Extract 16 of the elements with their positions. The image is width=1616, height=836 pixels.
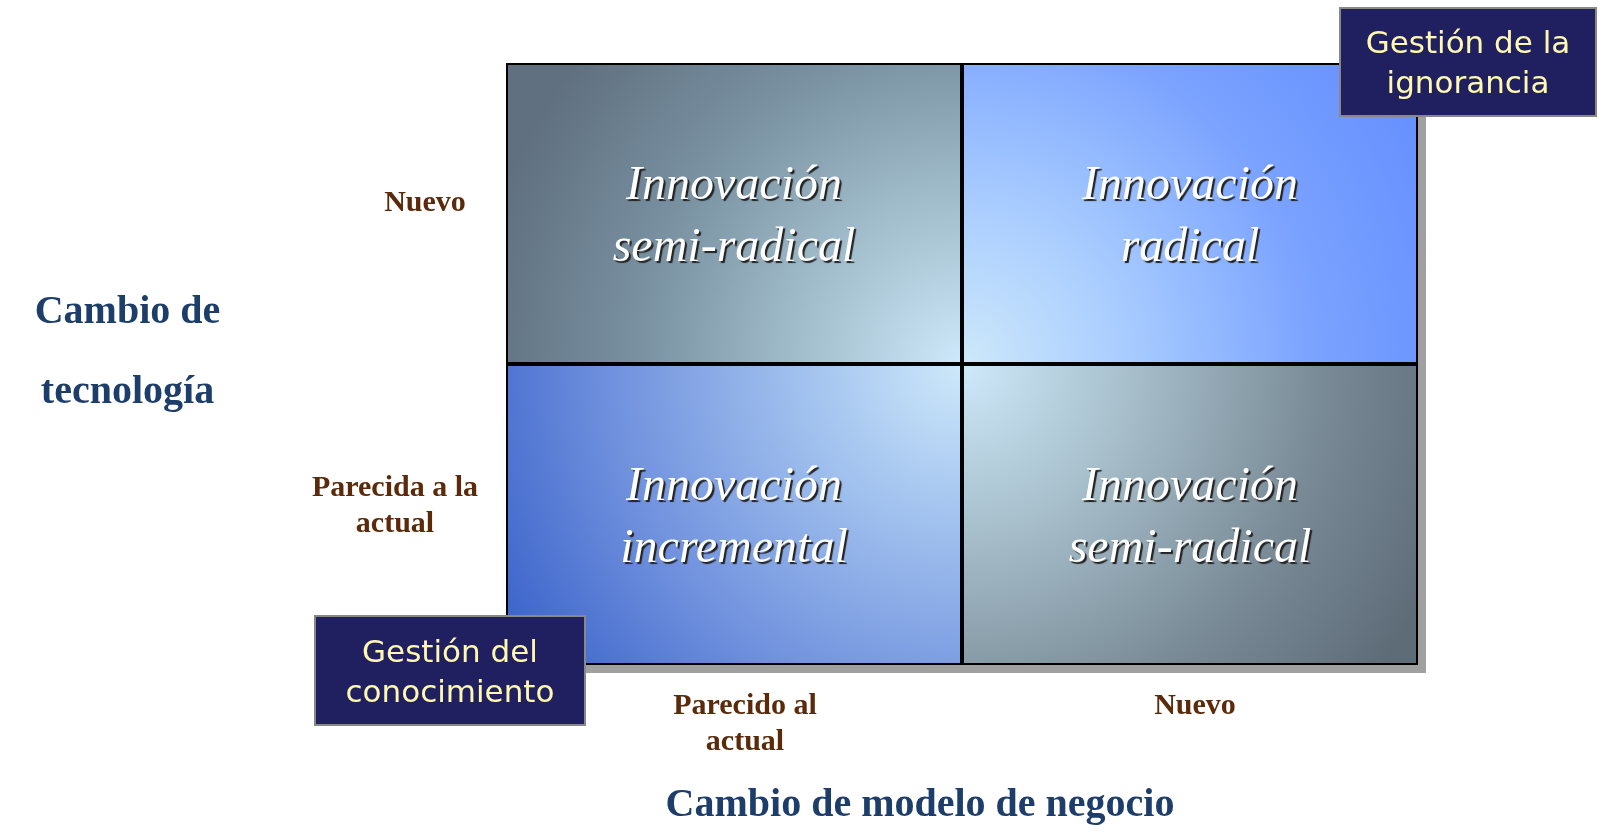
axis-tick-label: Parecido al actual (672, 686, 818, 758)
axis-tick-label: Nuevo (383, 183, 467, 219)
quadrant-cell (962, 364, 1418, 665)
callout-box (1339, 7, 1597, 117)
axis-tick-label: Nuevo (1153, 686, 1237, 722)
quadrant-cell (506, 63, 962, 364)
callout-box (314, 615, 586, 726)
quadrant-label: Innovación radical (1081, 154, 1299, 273)
callout-text: Gestión de la ignorancia (1364, 23, 1572, 102)
axis-title: Cambio de modelo de negocio (664, 779, 1176, 827)
quadrant-label: Innovación incremental (619, 455, 849, 574)
callout-text: Gestión del conocimiento (344, 631, 556, 711)
quadrant-label: Innovación semi-radical (1067, 455, 1313, 574)
quadrant-label: Innovación semi-radical (611, 154, 857, 273)
axis-title: Cambio de tecnología (33, 286, 222, 414)
axis-tick-label: Parecida a la actual (310, 468, 480, 540)
